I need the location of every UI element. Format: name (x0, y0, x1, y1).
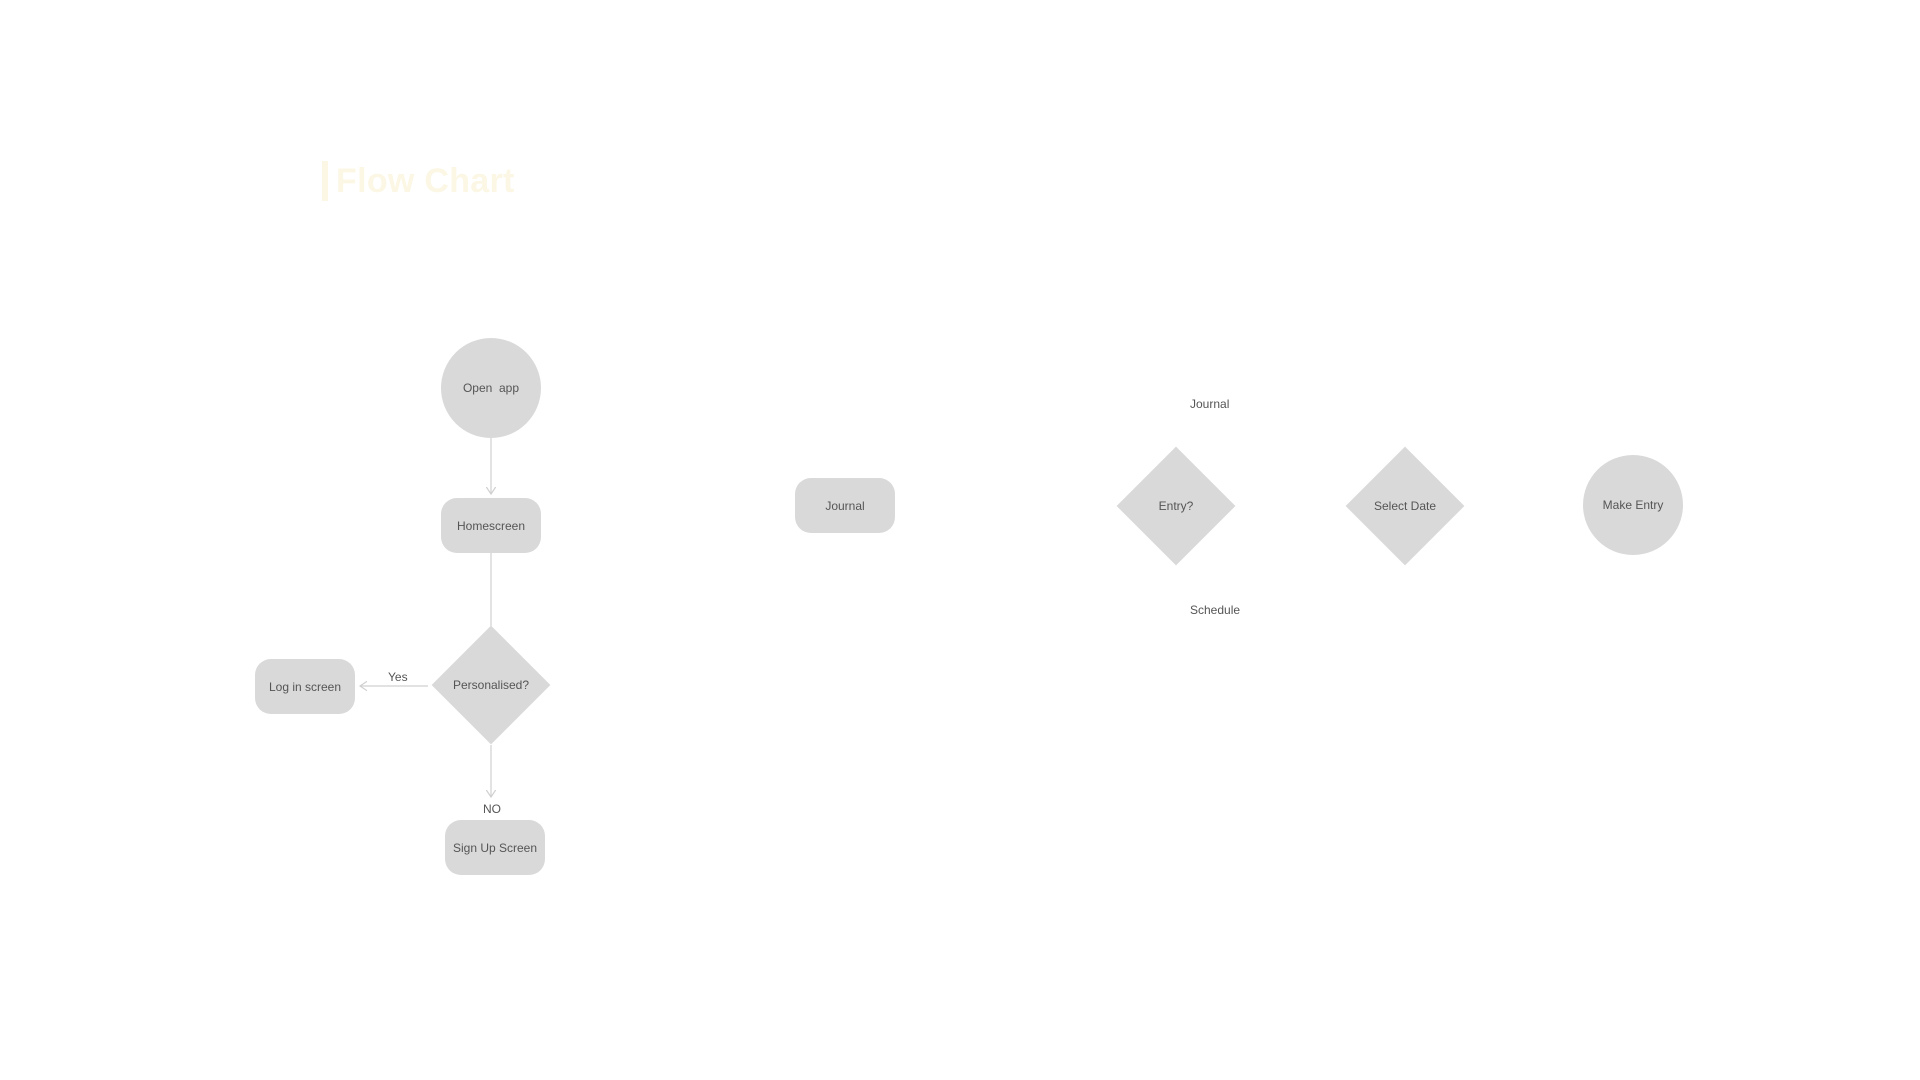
edge-label-yes: Yes (388, 670, 408, 684)
node-select-date[interactable]: Select Date (1345, 446, 1465, 566)
node-log-in-screen[interactable]: Log in screen (255, 659, 355, 714)
node-personalised-label: Personalised? (452, 678, 530, 692)
node-homescreen[interactable]: Homescreen (441, 498, 541, 553)
node-entry-label: Entry? (1158, 499, 1194, 513)
node-open-app-label: Open app (462, 381, 520, 395)
node-make-entry[interactable]: Make Entry (1583, 455, 1683, 555)
title-text: Flow Chart (336, 161, 515, 200)
node-journal-label: Journal (825, 498, 865, 513)
node-personalised[interactable]: Personalised? (431, 625, 551, 745)
edge-label-journal: Journal (1190, 397, 1230, 411)
node-entry[interactable]: Entry? (1116, 446, 1236, 566)
node-homescreen-label: Homescreen (456, 518, 526, 533)
node-sign-up-label: Sign Up Screen (452, 840, 538, 855)
node-open-app[interactable]: Open app (441, 338, 541, 438)
page-title: Flow Chart (322, 160, 515, 202)
node-journal[interactable]: Journal (795, 478, 895, 533)
node-make-entry-label: Make Entry (1602, 498, 1664, 512)
edge-label-schedule: Schedule (1190, 603, 1241, 617)
node-sign-up-screen[interactable]: Sign Up Screen (445, 820, 545, 875)
title-accent-bar (322, 161, 328, 201)
node-select-date-label: Select Date (1373, 499, 1437, 513)
edge-label-no: NO (483, 802, 501, 816)
node-log-in-label: Log in screen (268, 679, 342, 694)
